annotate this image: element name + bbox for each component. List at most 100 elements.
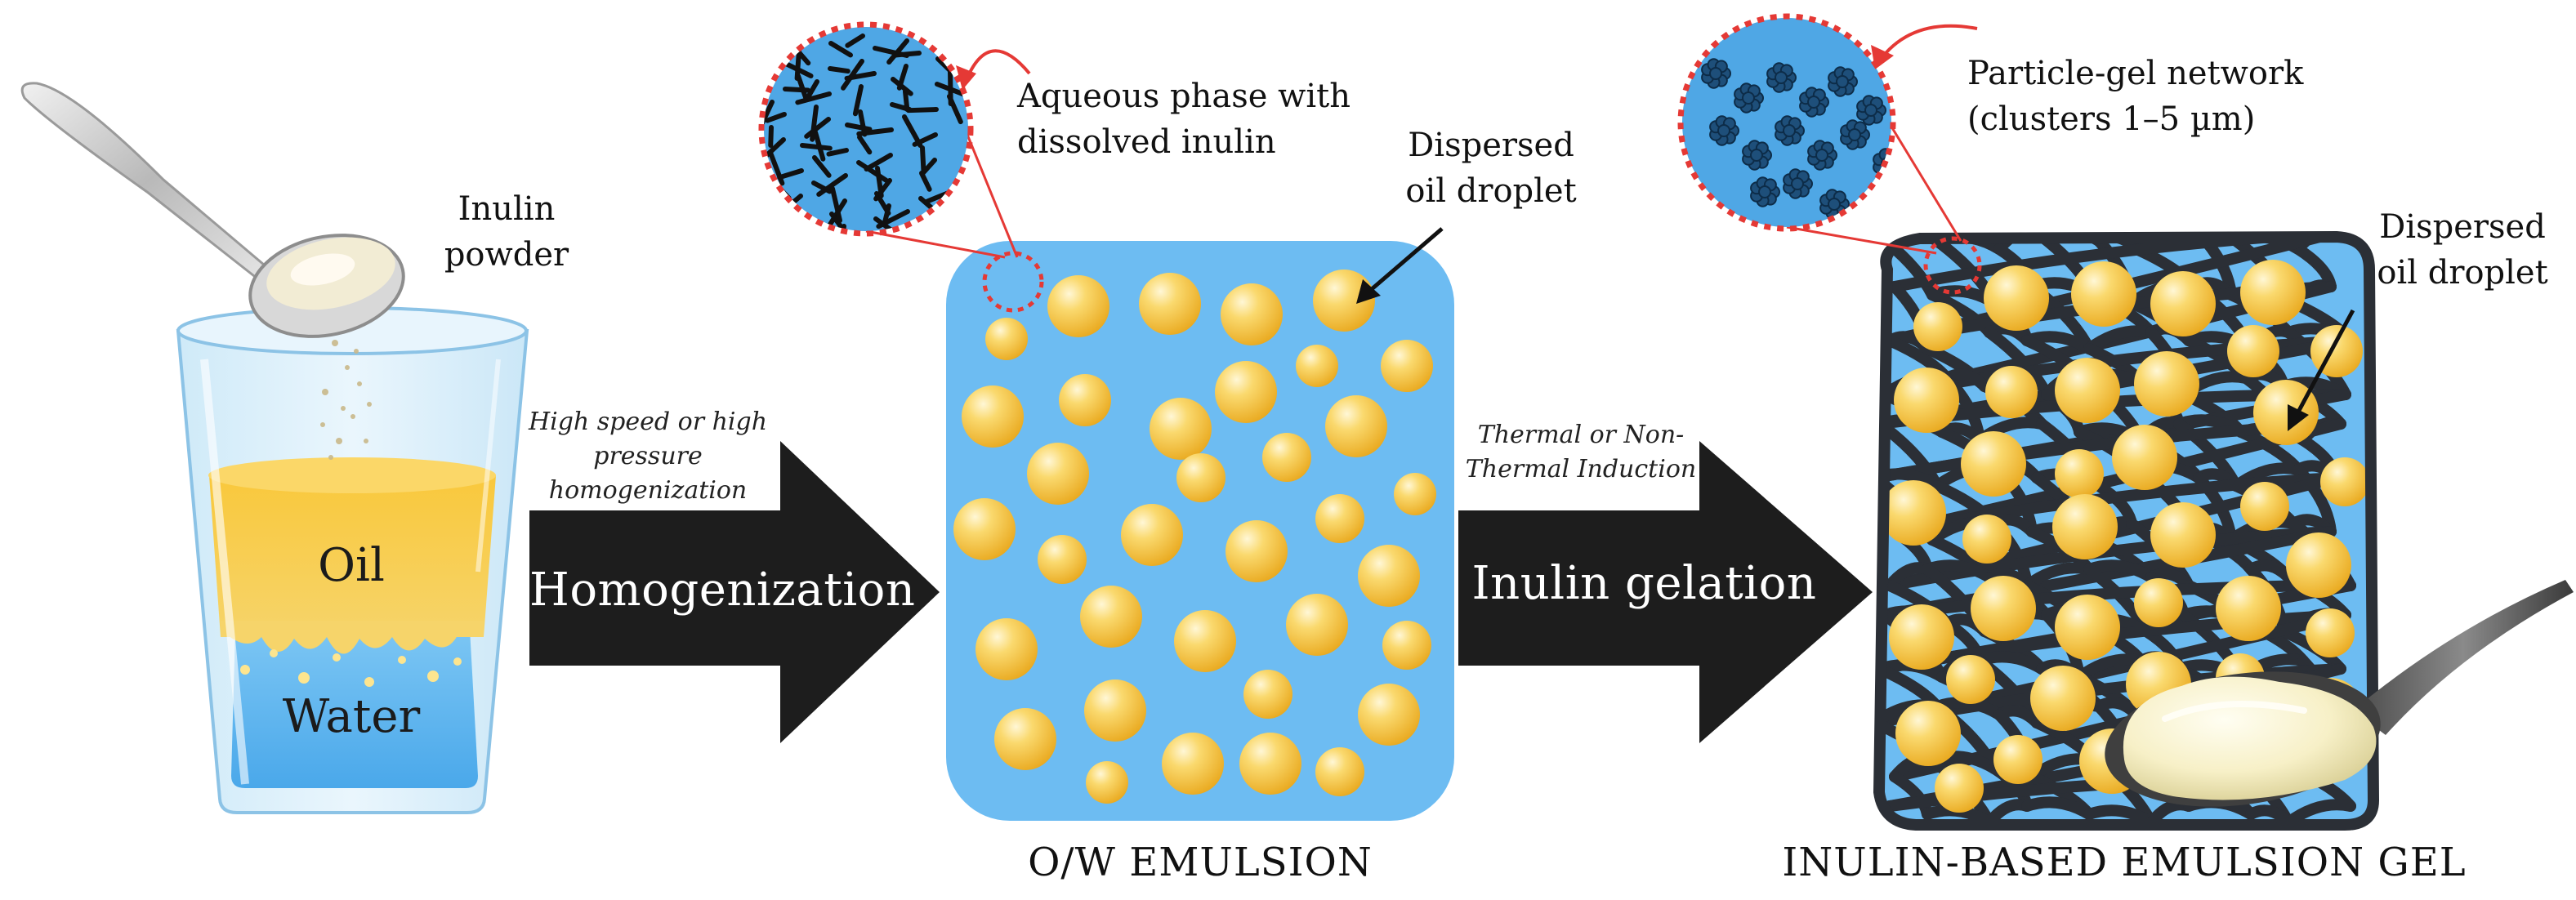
gelation-method-label: Thermal or Non- Thermal Induction (1446, 418, 1716, 487)
oil-droplet (1315, 494, 1364, 543)
gel-oil-droplet (1881, 480, 1946, 546)
gel-oil-droplet (1894, 368, 1959, 433)
aqueous-phase-label-line2: dissolved inulin (1017, 123, 1276, 161)
gel-oil-droplet (1889, 604, 1954, 670)
gel-oil-droplet (1961, 431, 2026, 497)
oil-droplet (1286, 594, 1348, 656)
oil-droplet (1358, 545, 1420, 607)
oil-droplet (1121, 504, 1183, 566)
gel-oil-droplet (2253, 380, 2319, 445)
particle-gel-label-line1: Particle-gel network (1967, 55, 2304, 92)
homogenization-method-label: High speed or high pressure homogenizati… (513, 405, 783, 508)
gel-oil-droplet (1993, 735, 2042, 784)
oil-droplet (1221, 283, 1283, 345)
oil-droplet (1080, 586, 1142, 648)
gel-oil-droplet (1985, 366, 2038, 418)
gelation-method-line2: Thermal Induction (1465, 455, 1697, 483)
gel-oil-droplet (2112, 425, 2177, 490)
gel-particle (1886, 163, 1891, 177)
oil-droplet (1313, 270, 1375, 332)
gelation-arrow-label: Inulin gelation (1471, 557, 1817, 610)
oil-droplet (1325, 395, 1387, 457)
inulin-powder-label-line1: Inulin (458, 190, 556, 228)
gel-oil-droplet (2240, 482, 2289, 531)
oil-droplet (1162, 733, 1224, 795)
oil-droplet (962, 385, 1024, 448)
oil-droplet (994, 708, 1056, 770)
gel-oil-droplet (1971, 576, 2036, 641)
gel-oil-droplet (2320, 457, 2369, 506)
particle-gel-network-inset (1677, 13, 1978, 255)
oil-droplet (975, 618, 1038, 680)
ow-emulsion-caption: O/W EMULSION (1028, 840, 1373, 885)
gel-oil-droplet (2055, 449, 2104, 498)
gel-particle (1890, 157, 1891, 170)
homogenization-method-line2: pressure (593, 442, 703, 470)
gel-oil-droplet (1946, 655, 1995, 704)
gel-oil-droplet (2310, 325, 2363, 377)
oil-droplet (1225, 520, 1288, 582)
gel-oil-droplet (2052, 494, 2118, 559)
emulsion-droplet-label: Dispersed oil droplet (1381, 123, 1601, 214)
gel-cream (2123, 676, 2377, 800)
oil-droplet (1296, 345, 1338, 387)
gel-oil-droplet (2286, 532, 2351, 598)
gel-oil-droplet (1962, 515, 2011, 564)
gel-oil-droplet (2134, 351, 2199, 417)
gel-oil-droplet (2240, 260, 2306, 325)
gel-droplet-label: Dispersed oil droplet (2357, 204, 2568, 296)
gel-oil-droplet (2134, 578, 2183, 627)
homogenization-method-line3: homogenization (548, 476, 748, 505)
gel-oil-droplet (2150, 271, 2216, 336)
oil-droplet (1262, 433, 1311, 482)
inulin-powder-label: Inulin powder (425, 186, 588, 278)
aqueous-phase-label: Aqueous phase with dissolved inulin (1017, 74, 1377, 165)
oil-droplet (1394, 473, 1436, 515)
emulsion-droplet-label-line2: oil droplet (1405, 172, 1577, 210)
oil-label: Oil (318, 539, 385, 592)
oil-droplet (953, 498, 1016, 560)
homogenization-method-line1: High speed or high (528, 408, 768, 436)
homogenization-arrow (529, 441, 940, 743)
oil-droplet (1243, 670, 1292, 719)
gelation-method-line1: Thermal or Non- (1477, 421, 1685, 449)
oil-droplet (1027, 443, 1089, 505)
particle-gel-label-line2: (clusters 1–5 µm) (1967, 100, 2256, 138)
aqueous-phase-inset (758, 21, 1031, 259)
oil-droplet (1174, 610, 1236, 672)
gel-spoon (2105, 580, 2574, 807)
gel-oil-droplet (2030, 666, 2096, 731)
ow-emulsion-box (946, 241, 1454, 821)
gel-oil-droplet (1935, 764, 1984, 813)
oil-droplet (1084, 679, 1146, 742)
gel-droplet-pointer-arrow (2288, 309, 2355, 431)
gel-oil-droplet (2227, 325, 2279, 377)
gel-oil-droplet (1895, 701, 1961, 766)
oil-droplet (1215, 361, 1277, 423)
gel-oil-droplet (2150, 502, 2216, 568)
oil-droplet (1150, 398, 1212, 460)
oil-droplet (1059, 374, 1111, 426)
gel-oil-droplet (2306, 608, 2355, 657)
oil-droplet (1382, 621, 1431, 670)
oil-droplet (1176, 453, 1225, 502)
oil-droplet (1239, 733, 1301, 795)
emulsion-droplet-label-line1: Dispersed (1408, 127, 1574, 164)
oil-droplet (1358, 684, 1420, 746)
gel-oil-droplet (2055, 595, 2120, 660)
oil-droplet (1038, 535, 1087, 584)
oil-droplet (1086, 761, 1128, 804)
zoom-region-marker (982, 251, 1044, 313)
glass-beaker (176, 306, 529, 814)
gelation-arrow (1458, 441, 1873, 743)
gel-droplet-label-line1: Dispersed (2379, 208, 2546, 246)
homogenization-arrow-label: Homogenization (529, 564, 916, 617)
oil-droplet (1315, 747, 1364, 796)
droplet-pointer-arrow (1356, 227, 1444, 304)
water-label: Water (282, 690, 421, 743)
gel-oil-droplet (1913, 302, 1962, 351)
water-layer (231, 629, 478, 788)
gel-oil-droplet (2216, 576, 2281, 641)
spoon-with-inulin-powder (20, 82, 405, 338)
